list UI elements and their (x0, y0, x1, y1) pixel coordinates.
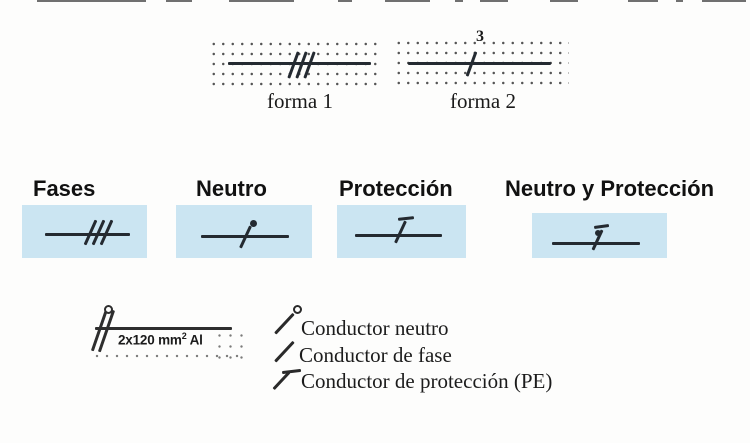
proteccion-label: Protección (339, 176, 453, 201)
legend-neutro-label: Conductor neutro (301, 316, 449, 340)
phase-count-label: 3 (476, 28, 484, 45)
forma1-label: forma 1 (267, 89, 333, 113)
forma2-conductor-line (408, 62, 551, 65)
legend-protection-slash-icon (272, 371, 291, 390)
neutro-label: Neutro (196, 176, 267, 201)
pen-dot-icon (595, 230, 601, 236)
neutro-proteccion-symbol-box (532, 213, 667, 258)
legend-protection-tbar-icon (281, 368, 302, 374)
legend-neutral-slash-icon (273, 312, 294, 334)
cable-size-exponent: 2 (181, 331, 187, 341)
pen-tbar-icon (593, 223, 610, 229)
neutro-proteccion-label: Neutro y Protección (505, 176, 715, 201)
halftone-remnant (214, 330, 248, 359)
fases-label: Fases (33, 176, 96, 201)
proteccion-symbol-box (337, 205, 466, 258)
cable-neutral-circle-icon (104, 305, 113, 314)
legend-phase-slash-icon (273, 340, 294, 362)
cable-size-label: 2x120 mm2 Al (118, 332, 203, 347)
forma2-symbol-panel: 3 (392, 29, 569, 89)
legend-proteccion-label: Conductor de protección (PE) (301, 369, 553, 393)
cable-size-suffix: Al (186, 332, 203, 348)
fases-symbol-box (22, 205, 147, 258)
neutro-symbol-box (176, 205, 312, 258)
halftone-remnant (92, 351, 242, 359)
protection-tbar-icon (397, 216, 415, 221)
legend-neutral-circle-icon (292, 304, 302, 314)
cable-slash-icon (97, 309, 115, 353)
cable-size-prefix: 2x120 mm (118, 332, 182, 348)
cable-line (95, 327, 232, 330)
legend-fase-label: Conductor de fase (299, 343, 452, 367)
forma2-label: forma 2 (450, 89, 516, 113)
forma1-symbol-panel (207, 36, 379, 90)
protection-slash-icon (394, 220, 407, 244)
neutral-dot-icon (250, 220, 257, 227)
